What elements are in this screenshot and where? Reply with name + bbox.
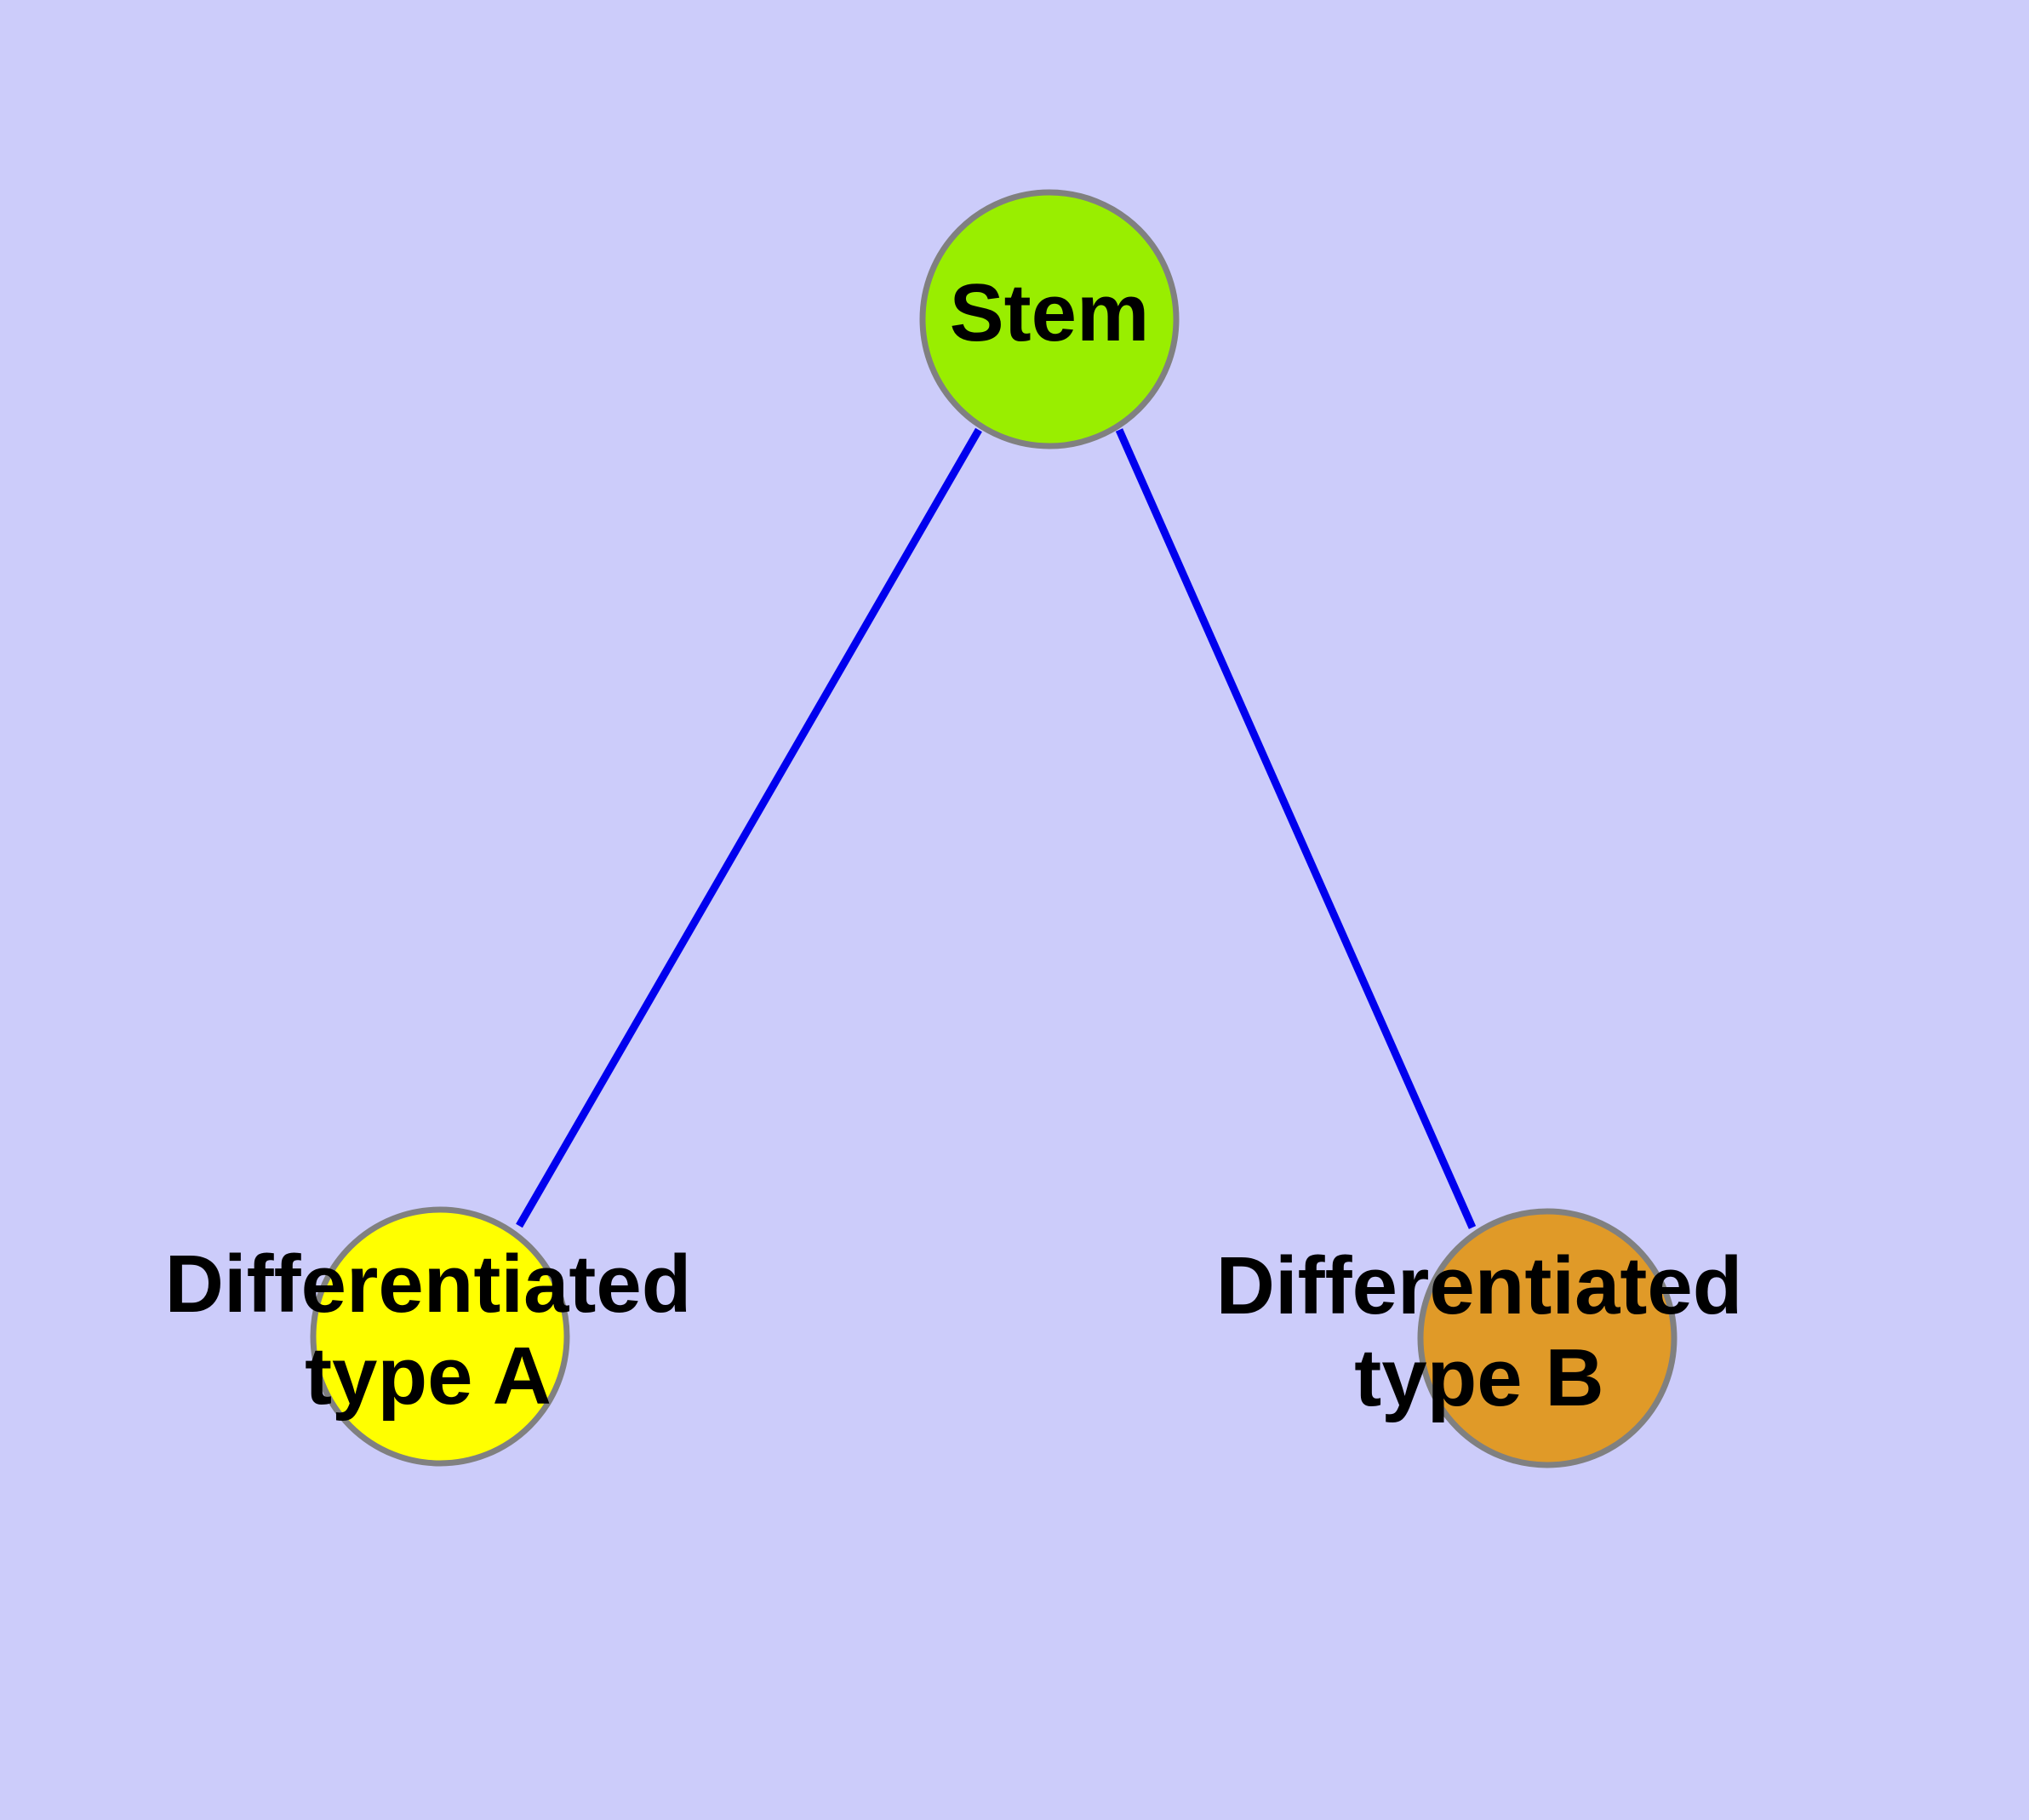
node-label-line: Stem — [950, 267, 1150, 358]
node-label-stem: Stem — [950, 267, 1150, 358]
node-differentiated-type-b[interactable] — [1417, 1208, 1677, 1468]
node-label-line: type B — [1354, 1332, 1603, 1423]
node-label-line: Differentiated — [165, 1239, 692, 1331]
edges-layer — [516, 427, 1477, 1229]
edge-stem-to-differentiated-type-b[interactable] — [1115, 428, 1477, 1229]
node-label-line: type A — [305, 1331, 552, 1422]
node-label-line: Differentiated — [1216, 1241, 1743, 1332]
node-differentiated-type-a[interactable] — [310, 1206, 570, 1467]
nodes-layer — [310, 189, 1677, 1468]
node-stem[interactable] — [919, 189, 1180, 449]
edge-stem-to-differentiated-type-a[interactable] — [516, 427, 982, 1228]
